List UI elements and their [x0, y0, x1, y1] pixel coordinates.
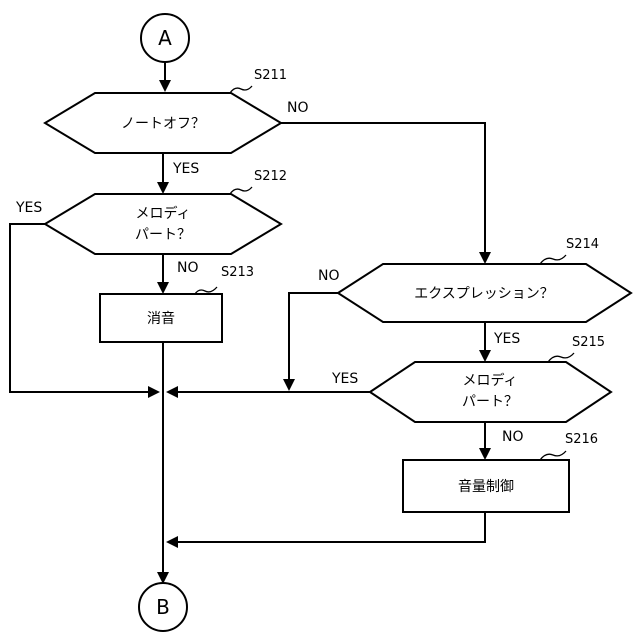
arrow-into-s215 [479, 350, 491, 362]
end-connector: B [139, 583, 187, 631]
process-s216: 音量制御 [403, 460, 569, 512]
step-tag-s213-leader [195, 287, 217, 294]
decision-s212: メロディ パート？ [45, 194, 281, 254]
s211-yes-label: YES [172, 161, 199, 177]
decision-s212-line1: メロディ [135, 205, 190, 222]
s212-yes-label: YES [15, 200, 42, 216]
step-tag-s211-leader [230, 86, 252, 93]
arrow-into-s212 [157, 182, 169, 194]
decision-s211: ノートオフ？ [45, 93, 281, 153]
decision-s212-line2: パート？ [135, 227, 191, 243]
step-tag-s216-leader [540, 451, 566, 460]
end-connector-label: B [156, 595, 170, 619]
arrow-into-s214 [479, 252, 491, 264]
arrow-s212-yes-merge [148, 386, 160, 398]
decision-s215-line1: メロディ [462, 372, 517, 389]
s212-no-label: NO [177, 260, 199, 276]
s215-yes-label: YES [331, 371, 358, 387]
s211-no-label: NO [287, 100, 309, 116]
start-connector-label: A [158, 26, 172, 50]
arrow-into-s216 [479, 448, 491, 460]
step-tag-s215: S215 [572, 335, 605, 350]
arrow-s214-no-down [283, 379, 295, 391]
arrow-into-s213 [157, 282, 169, 294]
step-tag-s212: S212 [254, 169, 287, 184]
step-tag-s214-leader [540, 255, 566, 264]
step-tag-s213: S213 [221, 265, 254, 280]
start-connector: A [141, 14, 189, 62]
s215-no-label: NO [502, 429, 524, 445]
flow-s214-no [289, 293, 338, 380]
step-tag-s214: S214 [566, 237, 599, 252]
arrow-s216-return [166, 536, 178, 548]
s214-no-label: NO [318, 268, 340, 284]
arrow-into-s211 [159, 80, 171, 92]
decision-s215: メロディ パート？ [370, 362, 611, 422]
decision-s215-line2: パート？ [462, 394, 518, 410]
step-tag-s211: S211 [254, 68, 287, 83]
process-s216-text: 音量制御 [458, 478, 514, 495]
process-s213: 消音 [100, 294, 222, 342]
step-tag-s212-leader [230, 187, 252, 194]
process-s213-text: 消音 [147, 310, 175, 327]
step-tag-s216: S216 [565, 432, 598, 447]
step-tag-s215-leader [548, 353, 574, 362]
decision-s211-text: ノートオフ？ [121, 116, 205, 132]
decision-s214: エクスプレッション？ [338, 264, 631, 322]
flow-s211-no [281, 123, 485, 254]
decision-s214-text: エクスプレッション？ [414, 286, 554, 302]
s214-yes-label: YES [493, 331, 520, 347]
arrow-s215-yes-merge [166, 386, 178, 398]
flow-s216-return [178, 512, 485, 542]
